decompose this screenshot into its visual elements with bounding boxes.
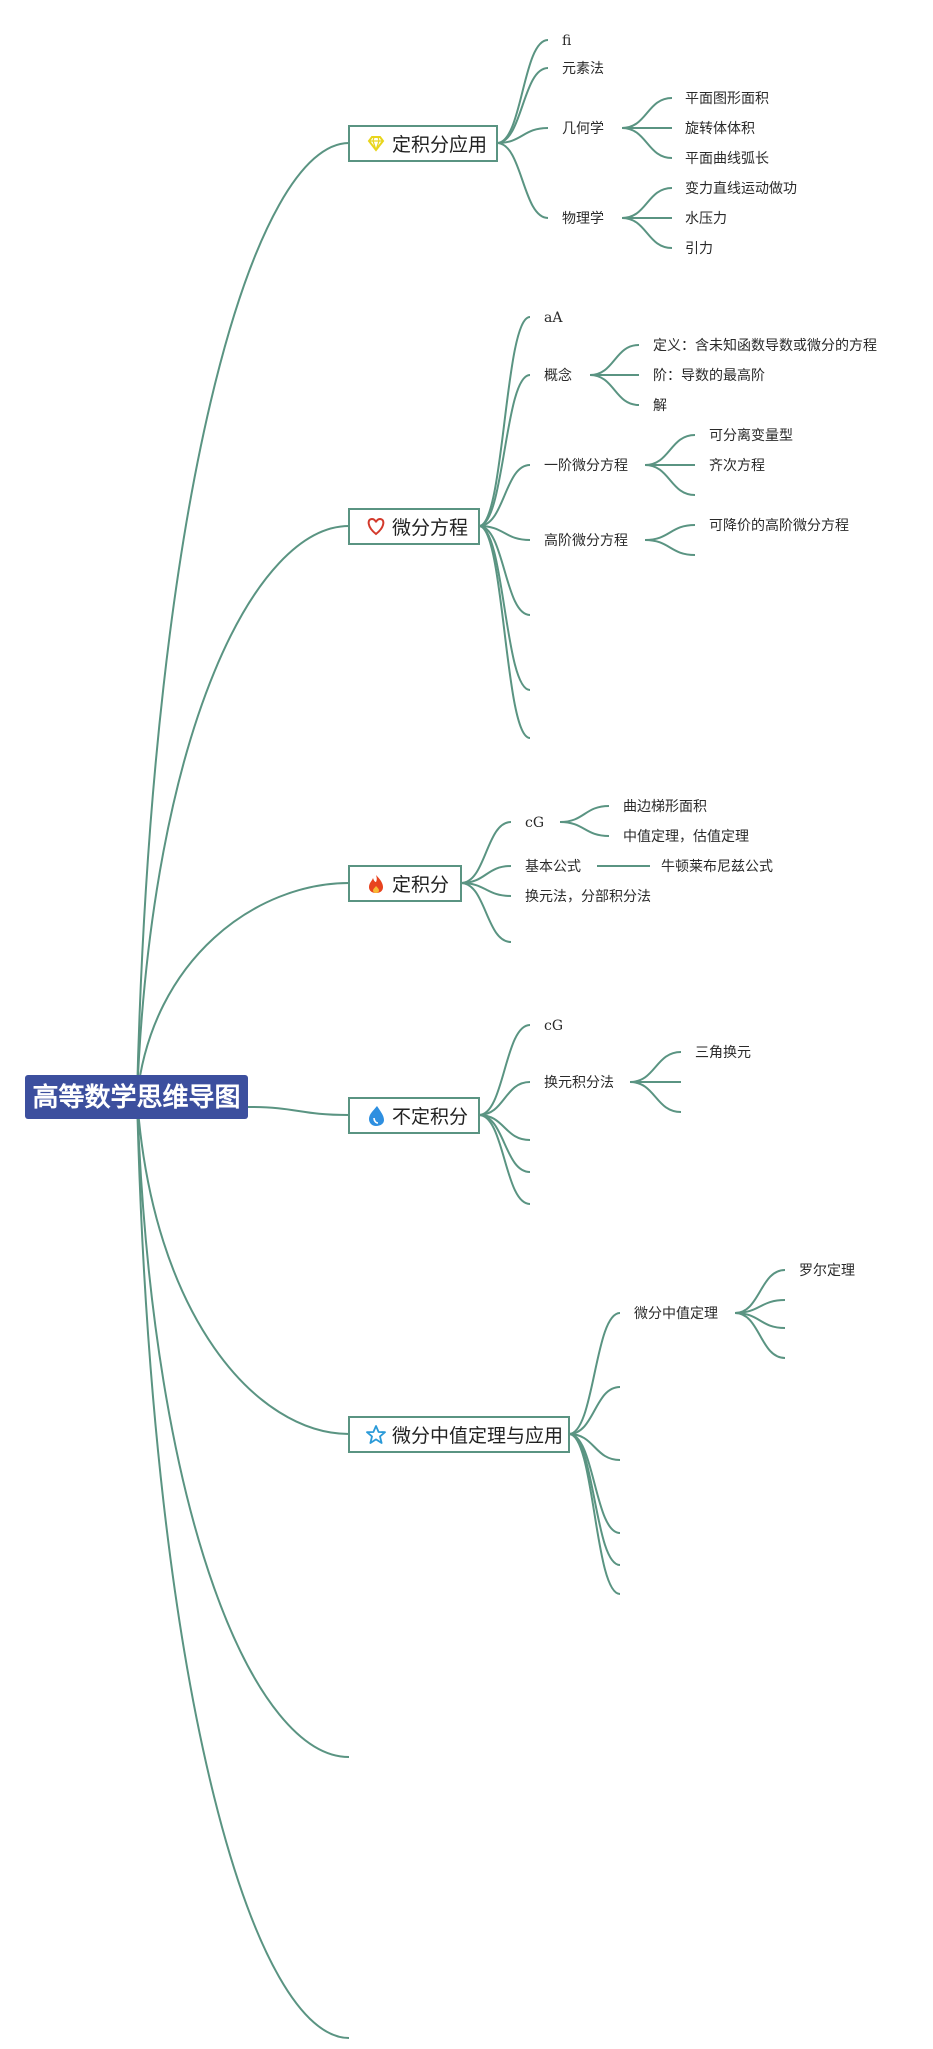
- connector-line: [478, 316, 531, 527]
- branch-label: 微分中值定理与应用: [392, 1425, 563, 1447]
- connector-line: [478, 1114, 531, 1205]
- connector-line: [478, 1081, 531, 1116]
- topic-order[interactable]: 阶：导数的最高阶: [653, 367, 765, 384]
- root-connector-line: [247, 1106, 350, 1116]
- branch-label: 定积分应用: [392, 134, 487, 156]
- root-connector-line: [136, 1096, 350, 1435]
- topic-variable-force-work[interactable]: 变力直线运动做功: [685, 180, 797, 197]
- root-connector-line: [136, 525, 350, 1098]
- topic-solution[interactable]: 解: [653, 398, 667, 414]
- connector-line: [478, 464, 531, 527]
- connector-line: [621, 187, 673, 219]
- connector-line: [644, 434, 696, 466]
- branch-node-mean-value-theorem[interactable]: 微分中值定理与应用: [348, 1416, 570, 1453]
- topic-aa[interactable]: aA: [544, 310, 563, 326]
- connector-line: [496, 39, 549, 144]
- connector-line: [621, 127, 673, 159]
- connector-line: [478, 374, 531, 527]
- connector-line: [629, 1051, 682, 1083]
- topic-water-pressure[interactable]: 水压力: [685, 211, 727, 227]
- topic-cg[interactable]: cG: [525, 815, 544, 831]
- connector-line: [644, 524, 696, 541]
- branch-label: 不定积分: [392, 1106, 468, 1128]
- root-connector-line: [136, 1096, 350, 1758]
- connector-line: [734, 1312, 786, 1359]
- root-connector-line: [136, 882, 350, 1098]
- root-node[interactable]: 高等数学思维导图: [25, 1075, 248, 1119]
- connector-lines: [136, 39, 786, 2039]
- connector-line: [496, 127, 549, 144]
- topic-fi[interactable]: fi: [562, 33, 572, 49]
- topic-rotation-volume[interactable]: 旋转体体积: [685, 121, 755, 137]
- topic-basic-formula[interactable]: 基本公式: [525, 858, 581, 875]
- root-connector-line: [136, 1096, 350, 2039]
- connector-line: [478, 525, 531, 739]
- topic-newton-leibniz[interactable]: 牛顿莱布尼兹公式: [661, 859, 773, 875]
- topic-trig-substitution[interactable]: 三角换元: [695, 1044, 751, 1061]
- connector-line: [559, 821, 610, 837]
- connector-line: [629, 1081, 682, 1113]
- topic-rolle-theorem[interactable]: 罗尔定理: [799, 1263, 855, 1279]
- topic-gravitation[interactable]: 引力: [685, 241, 713, 257]
- topic-first-order-de[interactable]: 一阶微分方程: [544, 458, 628, 474]
- connector-line: [568, 1312, 621, 1435]
- branch-node-differential-equation[interactable]: 微分方程: [348, 508, 480, 545]
- branch-node-definite-integral-application[interactable]: 定积分应用: [348, 125, 498, 162]
- connector-line: [478, 525, 531, 616]
- connector-line: [460, 821, 512, 884]
- diamond-icon: [367, 136, 385, 152]
- branch-node-definite-integral[interactable]: 定积分: [348, 865, 462, 902]
- connector-line: [478, 525, 531, 691]
- topic-separable[interactable]: 可分离变量型: [709, 427, 793, 444]
- connector-line: [478, 1114, 531, 1173]
- topic-curved-trapezoid[interactable]: 曲边梯形面积: [623, 799, 707, 815]
- topic-plane-area[interactable]: 平面图形面积: [685, 91, 769, 107]
- root-title: 高等数学思维导图: [32, 1082, 240, 1113]
- topic-homogeneous[interactable]: 齐次方程: [709, 458, 765, 474]
- topic-arc-length[interactable]: 平面曲线弧长: [685, 151, 769, 167]
- topic-geometry[interactable]: 几何学: [562, 121, 604, 137]
- connector-line: [589, 344, 640, 376]
- connector-line: [621, 217, 673, 249]
- topic-substitution-integration[interactable]: 换元积分法: [544, 1074, 614, 1091]
- connector-line: [460, 882, 512, 943]
- connector-line: [496, 142, 549, 219]
- connector-line: [644, 464, 696, 496]
- root-connector-line: [136, 142, 350, 1098]
- connector-line: [568, 1433, 621, 1566]
- topic-element-method[interactable]: 元素法: [562, 61, 604, 77]
- connector-line: [589, 374, 640, 406]
- topic-concept[interactable]: 概念: [544, 367, 572, 384]
- fire-icon: [369, 875, 383, 893]
- connector-line: [568, 1386, 621, 1435]
- branch-node-indefinite-integral[interactable]: 不定积分: [348, 1097, 480, 1134]
- heart-icon: [367, 517, 385, 536]
- connector-line: [559, 805, 610, 823]
- branch-label: 微分方程: [392, 517, 468, 539]
- topic-physics[interactable]: 物理学: [562, 211, 604, 227]
- topic-reducible-order[interactable]: 可降价的高阶微分方程: [709, 517, 849, 534]
- connector-line: [478, 1024, 531, 1116]
- topic-substitution-parts[interactable]: 换元法，分部积分法: [525, 888, 651, 905]
- connector-line: [644, 539, 696, 556]
- connector-line: [568, 1433, 621, 1595]
- topic-cg[interactable]: cG: [544, 1018, 563, 1034]
- connector-line: [568, 1433, 621, 1461]
- topic-definition[interactable]: 定义：含未知函数导数或微分的方程: [653, 337, 877, 354]
- topic-mean-value-estimate[interactable]: 中值定理，估值定理: [623, 829, 749, 845]
- topic-higher-order-de[interactable]: 高阶微分方程: [544, 532, 628, 549]
- connector-line: [621, 97, 673, 129]
- connector-line: [478, 525, 531, 541]
- branch-label: 定积分: [392, 874, 449, 896]
- connector-line: [496, 67, 549, 144]
- drop-icon: [369, 1106, 384, 1126]
- topic-differential-mean-value[interactable]: 微分中值定理: [634, 1306, 718, 1322]
- star-icon: [366, 1425, 386, 1444]
